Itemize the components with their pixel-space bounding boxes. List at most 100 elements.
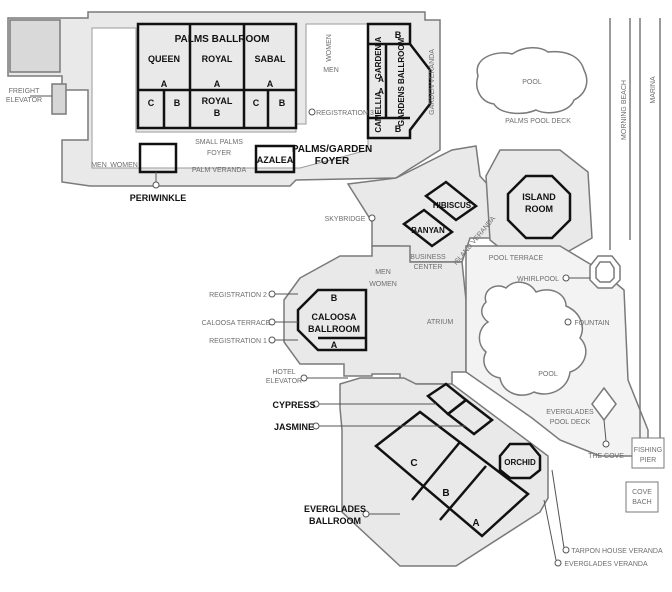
sabal-b-label: B [279,98,286,108]
water-features [476,18,661,450]
everglades-veranda-leader [543,499,557,561]
registration-1-marker[interactable] [268,336,276,344]
men-mid-label: MEN [375,269,391,276]
everglades-veranda-marker[interactable] [554,559,562,567]
island-room-octagon [506,174,572,240]
orchid-outline[interactable] [498,442,542,480]
cove-marker[interactable] [602,440,610,448]
palms-pool-deck-label: PALMS POOL DECK [505,118,571,125]
everglades-a-label: A [472,518,479,529]
royal-b-letter-label: B [214,108,221,118]
everglades-c-label: C [410,458,417,469]
caloosa-terrace-label: CALOOSA TERRACE [202,320,271,327]
everglades-pool-deck-line2: POOL DECK [550,419,591,426]
women-top-label: WOMEN [326,34,333,62]
marina-label: MARINA [650,76,657,104]
palms-garden-foyer-line1: PALMS/GARDEN [292,144,372,155]
banyan-outline[interactable] [401,208,455,248]
everglades-wing-outline [339,377,549,567]
palms-garden-foyer-line2: FOYER [315,156,350,167]
hotel-elevator-line1: HOTEL [272,369,295,376]
cove-bach-line2: BACH [632,499,651,506]
tarpon-marker[interactable] [562,546,570,554]
hibiscus-label: HIBISCUS [433,201,472,210]
queen-b-label: B [174,98,181,108]
freight-elevator-block [9,19,61,73]
cove-bach-box [625,481,659,513]
skybridge-label: SKYBRIDGE [325,216,366,223]
everglades-marker[interactable] [362,510,370,518]
jasmine-label: JASMINE [274,422,314,432]
fountain-marker[interactable] [564,318,572,326]
tarpon-leader [551,469,565,549]
palms-foyer-zone [91,23,369,169]
fountain-label: FOUNTAIN [574,320,609,327]
callouts [30,95,665,567]
registration-2-label: REGISTRATION 2 [209,292,267,299]
caloosa-b-label: B [331,293,338,303]
jasmine-outline[interactable] [445,398,495,436]
royal-label: ROYAL [202,54,233,64]
hotel-elevator-marker[interactable] [300,374,308,382]
azalea-label: AZALEA [257,155,294,165]
island-room-line2: ROOM [525,204,553,214]
gardens-ballroom-outline[interactable] [366,22,432,140]
azalea-outline[interactable] [254,144,296,174]
hibiscus-outline[interactable] [423,180,479,222]
registration-2-marker[interactable] [268,290,276,298]
everglades-veranda-label: EVERGLADES VERANDA [564,561,648,568]
lower-pool-shape [478,281,587,396]
men-top-label: MEN [323,67,339,74]
caloosa-label-line1: CALOOSA [312,312,358,322]
business-center-line2: CENTER [414,264,443,271]
men-left-label: MEN [91,162,107,169]
women-mid-label: WOMEN [369,281,397,288]
everglades-b-label: B [442,488,449,499]
palms-ballroom-outline[interactable] [136,22,298,130]
freight-elevator-line1: FREIGHT [9,88,40,95]
tarpon-house-veranda-label: TARPON HOUSE VERANDA [571,548,663,555]
beach-marina-lines [609,18,661,450]
freight-elevator-line2: ELEVATOR [6,97,42,104]
cove-leader [603,419,607,442]
periwinkle-marker[interactable] [152,181,160,189]
jasmine-marker[interactable] [312,422,320,430]
whirlpool-marker[interactable] [562,274,570,282]
queen-label: QUEEN [148,54,180,64]
registration-1-label: REGISTRATION 1 [209,338,267,345]
queen-a-label: A [161,79,168,89]
morning-beach-label: MORNING BEACH [621,80,628,140]
periwinkle-outline[interactable] [138,142,178,174]
camellia-label: CAMELLIA [374,91,383,133]
cypress-marker[interactable] [312,400,320,408]
everglades-divider-2 [439,465,487,521]
royal-a-label: A [214,79,221,89]
caloosa-ballroom-outline[interactable] [296,288,368,352]
registration-3-marker[interactable] [308,108,316,116]
gardens-ballroom-label: GARDENS BALLROOM [397,37,406,126]
small-palms-foyer-line1: SMALL PALMS [195,139,243,146]
whirlpool-inner [595,261,615,283]
pool-label: POOL [522,79,542,86]
gardens-a-bottom-label: A [378,87,384,96]
orchid-label: ORCHID [504,458,536,467]
caloosa-a-label: A [331,340,338,350]
queen-c-label: C [148,98,155,108]
everglades-label-line1: EVERGLADES [304,504,366,514]
sabal-label: SABAL [255,54,287,64]
skybridge-marker[interactable] [368,214,376,222]
building-outlines [7,11,649,567]
pool-lower-label: POOL [538,371,558,378]
hotel-elevator-line2: ELEVATOR [266,378,302,385]
everglades-label-line2: BALLROOM [309,516,361,526]
registration-3-label: REGISTRATION 3 [316,110,374,117]
everglades-ballroom-outline[interactable] [374,410,530,538]
meeting-rooms [136,22,542,538]
caloosa-terrace-marker[interactable] [268,318,276,326]
atrium-label: ATRIUM [427,319,453,326]
everglades-divider-1 [411,441,461,501]
gardens-a-top-label: A [378,75,384,84]
left-stair-block [51,83,67,115]
room-labels: PALMS BALLROOM QUEEN ROYAL SABAL A A A C… [130,30,557,529]
